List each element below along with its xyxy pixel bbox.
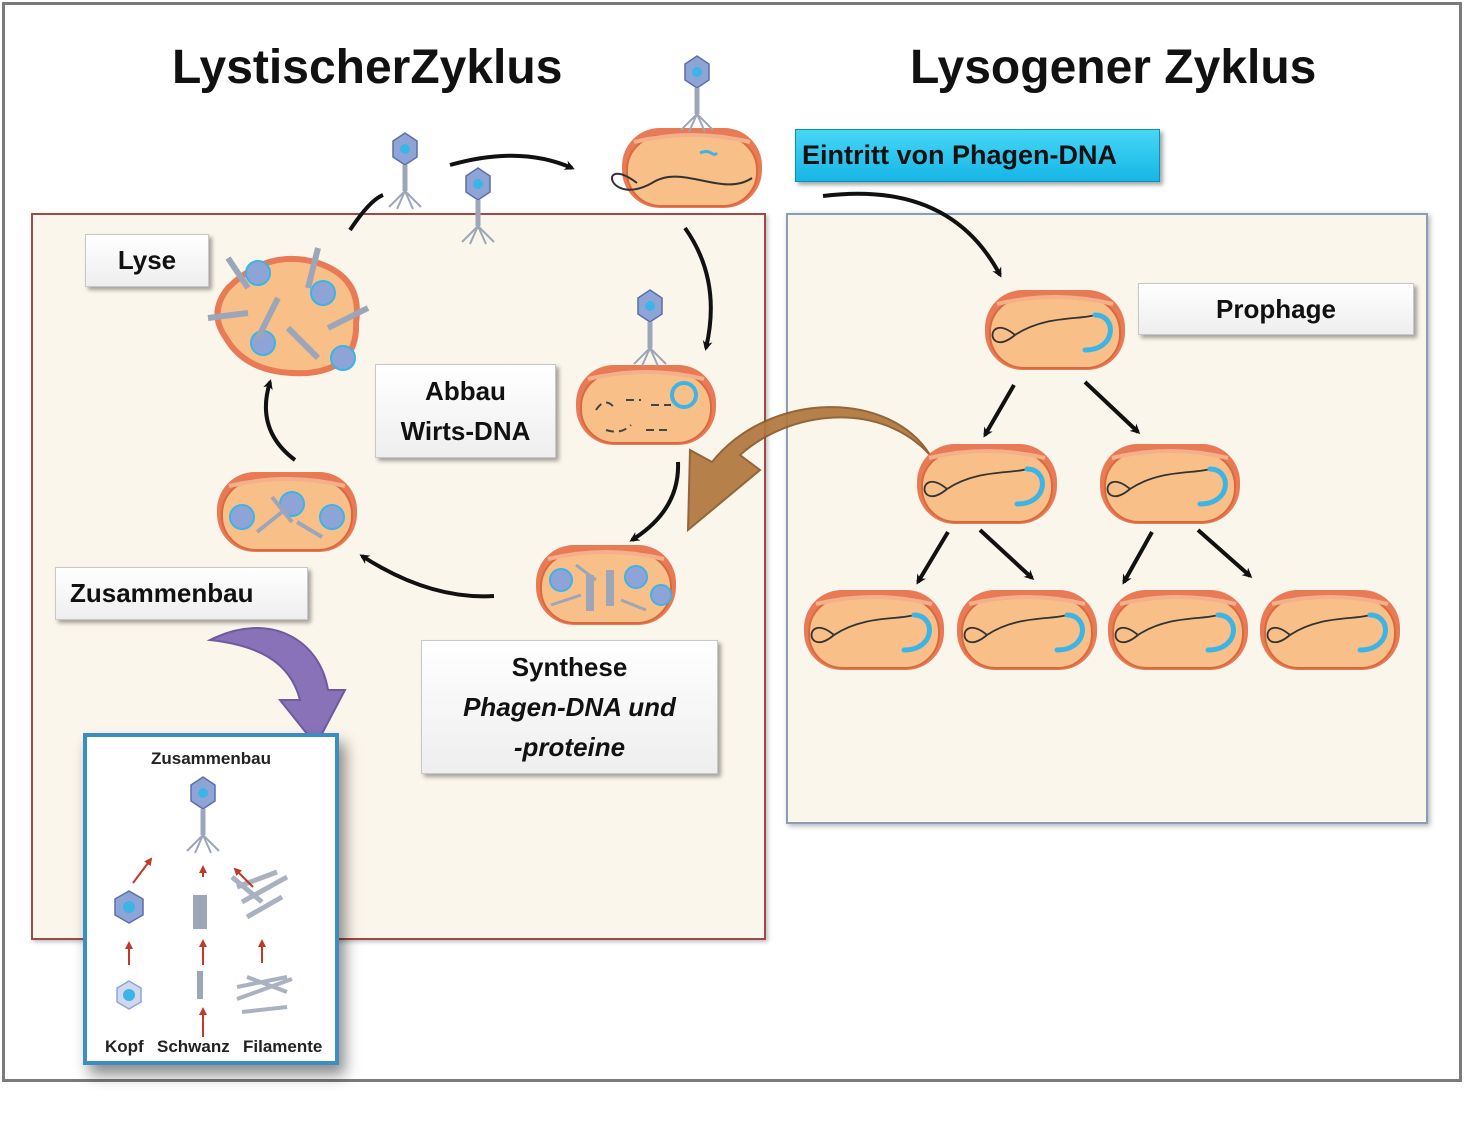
head-icon — [114, 890, 144, 924]
induction-arrow — [686, 406, 931, 533]
division-arrow — [1083, 380, 1141, 435]
cycle-arrow — [629, 461, 681, 542]
lytic-cycle-title: LystischerZyklus — [172, 41, 563, 94]
tail-icon — [193, 895, 207, 929]
head-label: Kopf — [105, 1037, 144, 1056]
lysis-label: Lyse — [85, 234, 209, 287]
division-arrow — [916, 530, 950, 585]
fibers-icon — [230, 869, 289, 920]
daughter-cell — [957, 590, 1097, 670]
tail-core-icon — [197, 971, 203, 999]
assembled-phage-icon — [186, 776, 220, 854]
cycle-arrow — [359, 554, 495, 599]
entry-label: Eintritt von Phagen-DNA — [795, 129, 1160, 182]
phage-icon — [388, 132, 422, 210]
daughter-cell — [1108, 590, 1248, 670]
daughter-cell — [917, 444, 1057, 524]
assembly-cell — [215, 470, 359, 554]
cycle-arrow — [449, 153, 575, 170]
lysogenic-cycle-title: Lysogener Zyklus — [910, 41, 1317, 94]
daughter-cell — [804, 590, 944, 670]
inset-title: Zusammenbau — [151, 749, 271, 768]
daughter-cell — [1100, 444, 1240, 524]
division-arrow — [1122, 531, 1154, 585]
infected-cell — [611, 126, 764, 210]
assembly-inset: Zusammenbau Kopf Schwanz Filamen — [83, 733, 339, 1065]
head-core-icon — [116, 980, 142, 1010]
division-arrow — [1196, 528, 1253, 578]
inset-arrow — [206, 627, 347, 747]
tail-label: Schwanz — [157, 1037, 230, 1056]
prophage-cell — [985, 290, 1125, 370]
lysis-cell — [207, 247, 370, 377]
fibers-label: Filamente — [243, 1037, 323, 1056]
division-arrow — [983, 383, 1016, 438]
division-arrow — [978, 528, 1035, 581]
degradation-label: Abbau Wirts-DNA — [375, 364, 556, 458]
fibers-raw-icon — [236, 975, 293, 1014]
synthesis-cell — [534, 543, 678, 627]
cycle-arrow — [683, 226, 713, 351]
inset-artwork — [114, 776, 293, 1037]
phage-icon — [633, 289, 667, 367]
phage-icon — [680, 55, 714, 133]
assembly-label: Zusammenbau — [55, 567, 308, 620]
synthesis-label: Synthese Phagen-DNA und -proteine — [421, 640, 718, 774]
cycle-arrow — [348, 193, 384, 232]
host-dna-degradation-cell — [574, 363, 718, 447]
outer-frame — [2, 2, 1462, 1082]
daughter-cell — [1260, 590, 1400, 670]
prophage-label: Prophage — [1138, 283, 1414, 335]
phage-icon — [461, 167, 495, 245]
cycle-arrow — [263, 379, 297, 462]
entry-arrow — [822, 191, 1002, 278]
